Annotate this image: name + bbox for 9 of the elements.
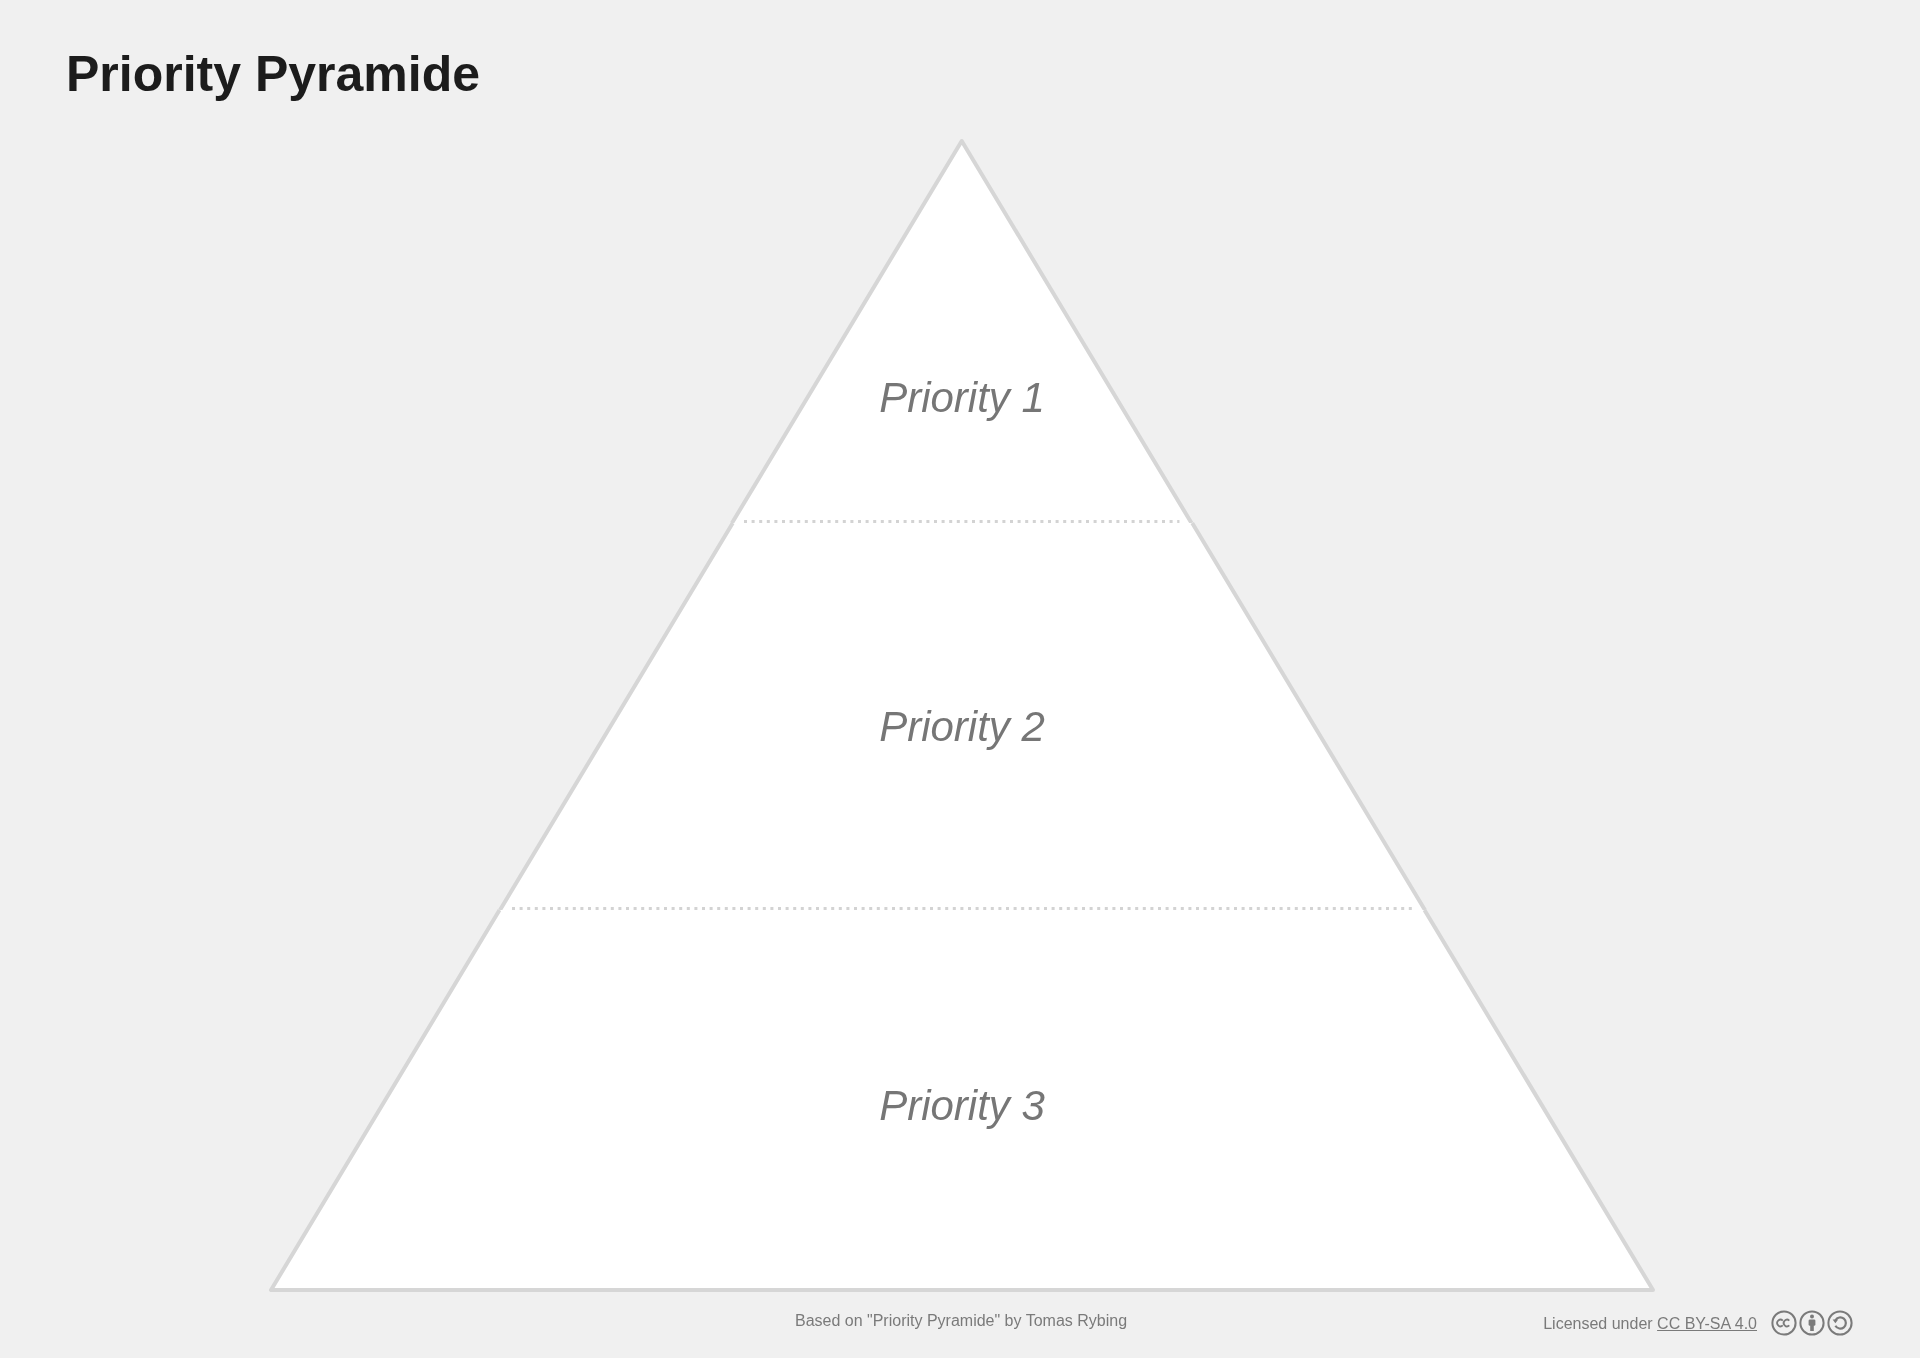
tier-label: Priority 2 [879,703,1045,751]
license-link: CC BY-SA 4.0 [1657,1315,1757,1332]
pyramid-tier [729,136,1195,523]
license-text: Licensed under CC BY-SA 4.0 [1543,1314,1757,1334]
pyramid-tier [268,910,1656,1293]
title: Priority Pyramide [66,49,481,99]
tier-label: Priority 3 [879,1082,1045,1130]
tier-label: Priority 1 [879,374,1045,422]
credit-text: Based on "Priority Pyramide" by Tomas Rybing [794,1311,1128,1331]
